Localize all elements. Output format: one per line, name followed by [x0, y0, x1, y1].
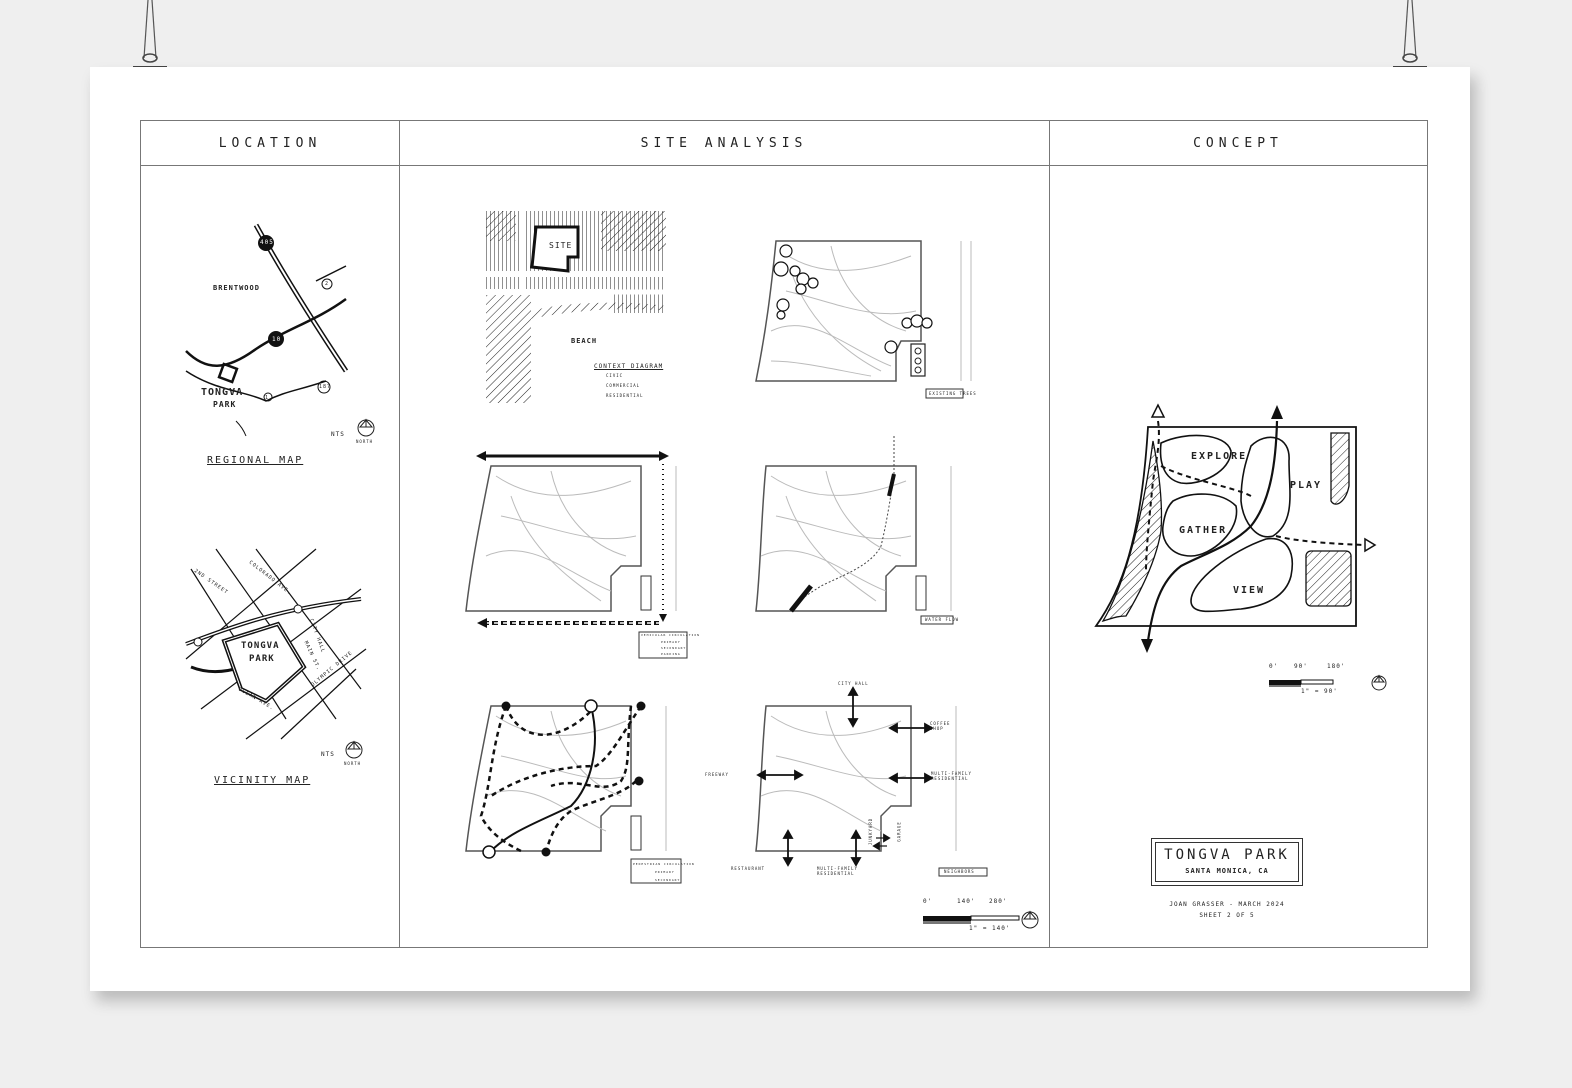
water-flow-plan [731, 436, 981, 636]
tag-existing-trees: EXISTING TREES [929, 391, 977, 396]
view-multi-family-2: MULTI-FAMILY RESIDENTIAL [817, 866, 859, 876]
poster-sheet: LOCATION SITE ANALYSIS CONCEPT 405 10 2 … [90, 67, 1470, 991]
shield-2: 2 [325, 281, 329, 287]
zone-view: VIEW [1233, 585, 1265, 596]
header-concept: CONCEPT [1049, 121, 1427, 166]
context-diagram [486, 211, 666, 403]
shield-10: 10 [272, 336, 281, 343]
tag-neighbors: NEIGHBORS [944, 869, 975, 874]
caption-vicinity-map: VICINITY MAP [214, 775, 310, 786]
ped-legend-secondary: SECONDARY [655, 878, 680, 882]
sheet-number: SHEET 2 OF 5 [1141, 912, 1313, 919]
concept-scale-90: 90' [1294, 663, 1308, 670]
view-junkyard: JUNKYARD [868, 818, 873, 845]
view-restaurant: RESTAURANT [731, 866, 765, 871]
view-coffee-shop: COFFEE SHOP [930, 721, 952, 731]
concept-diagram [1091, 391, 1391, 661]
header-location: LOCATION [141, 121, 399, 166]
zone-gather: GATHER [1179, 525, 1227, 536]
ped-legend-title: PEDESTRIAN CIRCULATION [633, 862, 695, 866]
view-garage: GARAGE [897, 821, 902, 841]
label-park-vicinity: PARK [249, 654, 275, 664]
view-city-hall: CITY HALL [838, 681, 869, 686]
circ-legend-parking: PARKING [661, 652, 681, 656]
existing-trees-plan [731, 211, 981, 406]
divider-1 [399, 121, 400, 947]
circ-legend-primary: PRIMARY [661, 640, 681, 644]
tag-water-flow: WATER FLOW [925, 617, 959, 622]
label-tongva-vicinity: TONGVA [241, 641, 280, 651]
context-legend-title: CONTEXT DIAGRAM [594, 363, 663, 370]
label-park-regional: PARK [213, 400, 236, 409]
sheet-frame: LOCATION SITE ANALYSIS CONCEPT 405 10 2 … [140, 120, 1428, 948]
label-site: SITE [549, 241, 572, 250]
context-legend-commercial: COMMERCIAL [606, 383, 640, 388]
label-nts-regional: NTS [331, 431, 345, 438]
caption-regional-map: REGIONAL MAP [207, 455, 303, 466]
circ-legend-title: VEHICULAR CIRCULATION [641, 633, 700, 637]
neighbors-plan [731, 686, 981, 886]
divider-2 [1049, 121, 1050, 947]
shield-187: 187 [319, 384, 331, 390]
label-brentwood: BRENTWOOD [213, 284, 260, 292]
view-multi-family-1: MULTI-FAMILY RESIDENTIAL [931, 771, 973, 781]
circ-legend-secondary: SECONDARY [661, 646, 686, 650]
shield-405: 405 [260, 239, 274, 246]
context-legend-civic: CIVIC [606, 373, 623, 378]
concept-scale-180: 180' [1327, 663, 1345, 670]
label-nts-vicinity: NTS [321, 751, 335, 758]
context-legend-residential: RESIDENTIAL [606, 393, 644, 398]
view-freeway: FREEWAY [705, 772, 729, 777]
project-title: TONGVA PARK [1151, 847, 1303, 863]
zone-explore: EXPLORE [1191, 451, 1247, 462]
shield-1: 1 [265, 395, 269, 401]
author-date: JOAN GRASSER - MARCH 2024 [1141, 901, 1313, 908]
project-subtitle: SANTA MONICA, CA [1151, 867, 1303, 875]
concept-scale-0: 0' [1269, 663, 1278, 670]
site-scale-280: 280' [989, 898, 1007, 905]
zone-play: PLAY [1290, 480, 1322, 491]
site-scale-note: 1" = 140' [969, 925, 1011, 932]
site-scale-140: 140' [957, 898, 975, 905]
header-site-analysis: SITE ANALYSIS [399, 121, 1049, 166]
north-arrow-regional-icon [357, 419, 375, 437]
label-beach: BEACH [571, 337, 597, 345]
label-tongva-regional: TONGVA [201, 387, 243, 398]
pedestrian-circulation-plan [431, 686, 711, 901]
north-arrow-vicinity-icon [345, 741, 363, 759]
vehicular-circulation-plan [431, 436, 711, 651]
concept-scale-note: 1" = 90' [1301, 688, 1338, 695]
label-north-vicinity: NORTH [344, 761, 361, 766]
ped-legend-primary: PRIMARY [655, 870, 675, 874]
site-scale-0: 0' [923, 898, 932, 905]
label-north-regional: NORTH [356, 439, 373, 444]
